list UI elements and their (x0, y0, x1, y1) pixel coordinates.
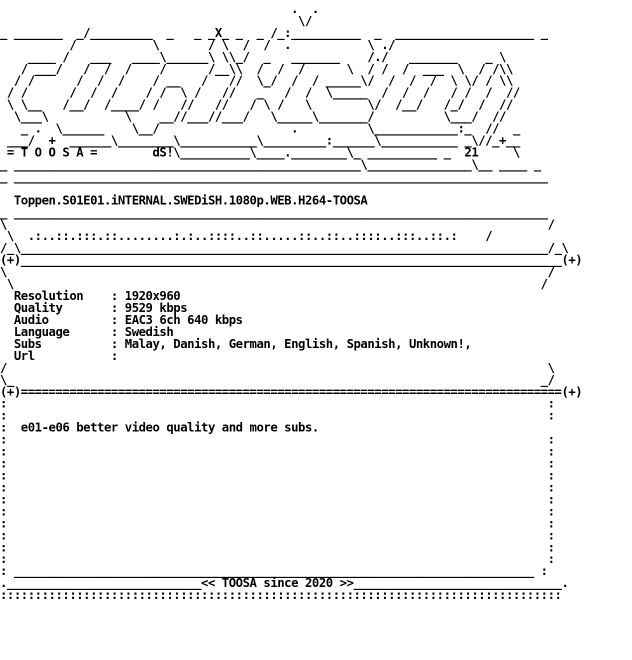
nfo-document: . . \/ _ _______ _/_________ _ _ _X_ _ _… (0, 3, 632, 660)
nfo-ascii-art: . . \/ _ _______ _/_________ _ _ _X_ _ _… (0, 3, 583, 603)
